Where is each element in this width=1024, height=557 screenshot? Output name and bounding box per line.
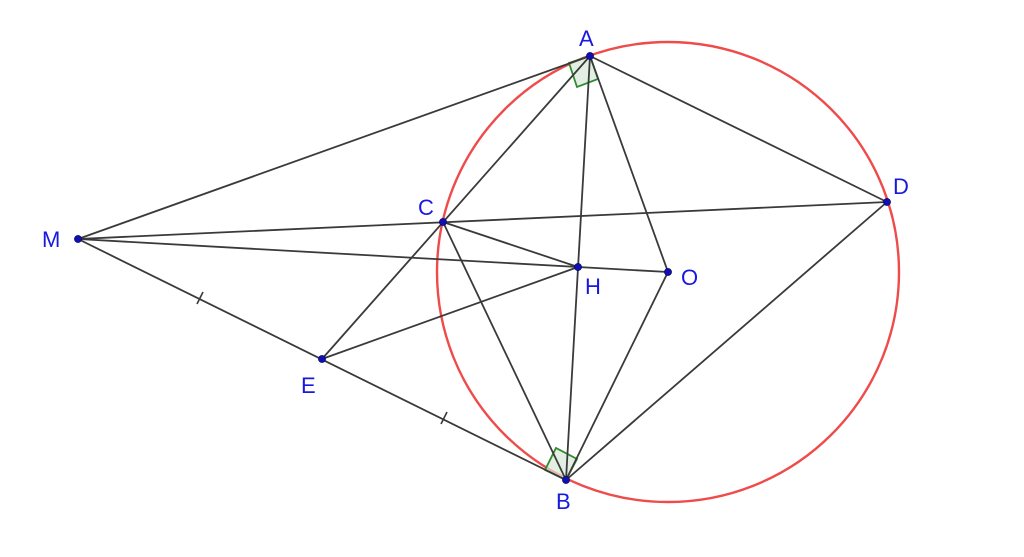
label-b: B [556, 489, 571, 514]
segment-bd [565, 201, 888, 481]
label-o: O [681, 265, 698, 290]
point-o[interactable] [664, 268, 672, 276]
point-c[interactable] [439, 218, 447, 226]
segment-ae [321, 55, 591, 360]
segment-ob [565, 271, 669, 481]
segments [77, 55, 888, 481]
label-h: H [585, 274, 601, 299]
point-e[interactable] [318, 355, 326, 363]
point-labels: A B C D E H M O [42, 26, 909, 514]
label-e: E [301, 373, 316, 398]
points [74, 52, 891, 484]
segment-md [77, 201, 888, 240]
segment-eh [321, 266, 579, 360]
label-c: C [418, 195, 434, 220]
segment-mh [77, 238, 579, 268]
right-angle-mark-a [567, 54, 600, 89]
label-m: M [42, 227, 60, 252]
point-m[interactable] [74, 235, 82, 243]
label-d: D [893, 174, 909, 199]
segment-ma [77, 55, 591, 240]
circle-o [435, 40, 901, 504]
point-b[interactable] [562, 476, 570, 484]
segment-ao [589, 55, 669, 273]
point-a[interactable] [586, 52, 594, 60]
segment-ad [589, 55, 888, 203]
segment-ho [577, 266, 669, 273]
segment-cb [442, 221, 567, 481]
point-h[interactable] [574, 263, 582, 271]
segment-ch [442, 221, 579, 268]
label-a: A [579, 26, 594, 51]
tick-mark-eb [440, 411, 448, 425]
point-d[interactable] [883, 198, 891, 206]
tick-mark-me [196, 291, 204, 305]
